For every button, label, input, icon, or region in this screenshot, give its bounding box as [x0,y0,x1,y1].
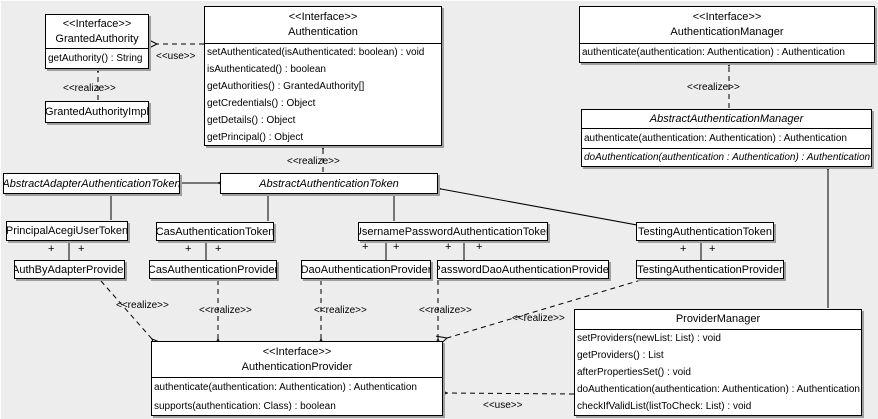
realize-edge-testingauthenticationprovider [435,279,642,347]
class-name: GrantedAuthority [55,32,139,45]
plus-marker: + [185,243,192,255]
class-grantedauthorityimpl: GrantedAuthorityImpl [45,101,149,123]
realize-label-testing: <<realize>> [512,313,565,324]
class-name: AuthenticationProvider [241,360,353,373]
generalization-testingauthenticationtoken [426,180,638,226]
class-name: DaoAuthenticationProvider [301,263,431,276]
class-name: CasAuthenticationToken [156,225,274,238]
plus-marker: + [215,243,222,255]
plus-marker: + [709,243,716,255]
plus-marker: + [445,241,452,253]
realize-label-dao: <<realize>> [314,305,367,316]
class-name: PasswordDaoAuthenticationProvider [437,263,609,276]
class-testingauthenticationprovider: TestingAuthenticationProvider [636,260,784,279]
class-grantedauthority-header: <<Interface>> GrantedAuthority [46,15,148,49]
class-providermanager-header: ProviderManager [575,310,861,330]
class-name: Authentication [288,26,358,38]
method: doAuthentication(authentication: Authent… [577,384,860,395]
stereotype-label: <<Interface>> [288,11,358,23]
class-testingauthenticationtoken: TestingAuthenticationToken [636,222,774,241]
plus-marker: + [362,241,369,253]
method: afterPropertiesSet() : void [577,367,691,378]
class-name: TestingAuthenticationToken [638,225,772,238]
class-name: UsernamePasswordAuthenticationToken [358,225,548,238]
method: doAuthentication(authentication : Authen… [584,152,871,163]
class-authbyadapterprovider: AuthByAdapterProvider [14,260,125,279]
plus-marker: + [393,241,400,253]
class-abstractauthenticationtoken: AbstractAuthenticationToken [220,173,438,194]
method: getDetails() : Object [207,115,296,126]
class-daoauthenticationprovider: DaoAuthenticationProvider [301,260,431,279]
plus-marker: + [476,241,483,253]
class-grantedauthority: <<Interface>> GrantedAuthority getAuthor… [45,14,149,69]
class-authenticationmanager: <<Interface>> AuthenticationManager auth… [579,6,875,63]
class-authenticationprovider-header: <<Interface>> AuthenticationProvider [152,342,442,378]
method: authenticate(authentication: Authenticat… [582,47,845,58]
class-abstractauthenticationmanager-header: AbstractAuthenticationManager [582,110,871,129]
use-edge-providermanager-authenticationprovider [436,387,575,399]
method: getAuthorities() : GrantedAuthority[] [207,81,365,92]
class-providermanager: ProviderManager setProviders(newList: Li… [574,309,862,416]
method: isAuthenticated() : boolean [207,64,326,75]
class-passworddaoauthenticationprovider: PasswordDaoAuthenticationProvider [437,260,609,279]
class-usernamepasswordauthenticationtoken: UsernamePasswordAuthenticationToken [358,222,548,241]
method: getCredentials() : Object [207,98,316,109]
class-name: PrincipalAcegiUserToken [6,225,128,237]
class-name: AuthenticationManager [670,26,784,38]
method: supports(authentication: Class) : boolea… [154,401,336,412]
stereotype-label: <<Interface>> [692,11,762,23]
plus-marker: + [680,243,687,255]
class-principalacegiusertoken: PrincipalAcegiUserToken [6,221,128,241]
method: authenticate(authentication: Authenticat… [582,129,871,149]
realize-label-authenticationmanager: <<realize>> [687,82,740,93]
class-casauthenticationprovider: CasAuthenticationProvider [149,260,277,279]
class-name: AbstractAuthenticationManager [649,112,804,125]
stereotype-label: <<Interface>> [262,345,332,358]
realize-label-authbyadapter: <<realize>> [116,300,169,311]
class-authenticationprovider: <<Interface>> AuthenticationProvider aut… [151,341,443,416]
plus-marker: + [78,243,85,255]
use-label-bottom: <<use>> [483,400,523,411]
method: checkIfValidList(listToCheck: List) : vo… [577,401,752,412]
class-name: TestingAuthenticationProvider [637,263,783,276]
realize-label-passworddao: <<realize>> [419,305,472,316]
class-name: CasAuthenticationProvider [149,263,277,276]
realize-edge-authbyadapterprovider [100,280,163,350]
class-abstractadapterauthenticationtoken: AbstractAdapterAuthenticationToken [3,173,180,194]
class-abstractauthenticationmanager: AbstractAuthenticationManager authentica… [581,109,872,167]
method: getPrincipal() : Object [207,132,304,143]
method: getAuthority() : String [48,53,143,64]
class-authentication: <<Interface>> Authentication setAuthenti… [204,6,442,146]
class-name: GrantedAuthorityImpl [45,106,149,118]
class-name: AuthByAdapterProvider [14,263,125,276]
plus-marker: + [48,243,55,255]
class-name: AbstractAuthenticationToken [259,177,399,190]
class-name: ProviderManager [675,313,761,325]
realize-label-grantedauthority: <<realize>> [63,83,116,94]
method: getProviders() : List [577,350,664,361]
class-authenticationmanager-header: <<Interface>> AuthenticationManager [580,7,874,44]
method: setAuthenticated(isAuthenticated: boolea… [207,47,425,58]
stereotype-label: <<Interface>> [62,17,132,30]
realize-label-authenticationtoken: <<realize>> [287,156,340,167]
use-label-top: <<use>> [156,51,196,62]
realize-label-cas: <<realize>> [199,305,252,316]
method: authenticate(authentication: Authenticat… [154,382,417,393]
method: setProviders(newList: List) : void [577,333,721,344]
class-authentication-header: <<Interface>> Authentication [205,7,441,44]
class-casauthenticationtoken: CasAuthenticationToken [156,222,274,241]
class-name: AbstractAdapterAuthenticationToken [3,177,180,190]
